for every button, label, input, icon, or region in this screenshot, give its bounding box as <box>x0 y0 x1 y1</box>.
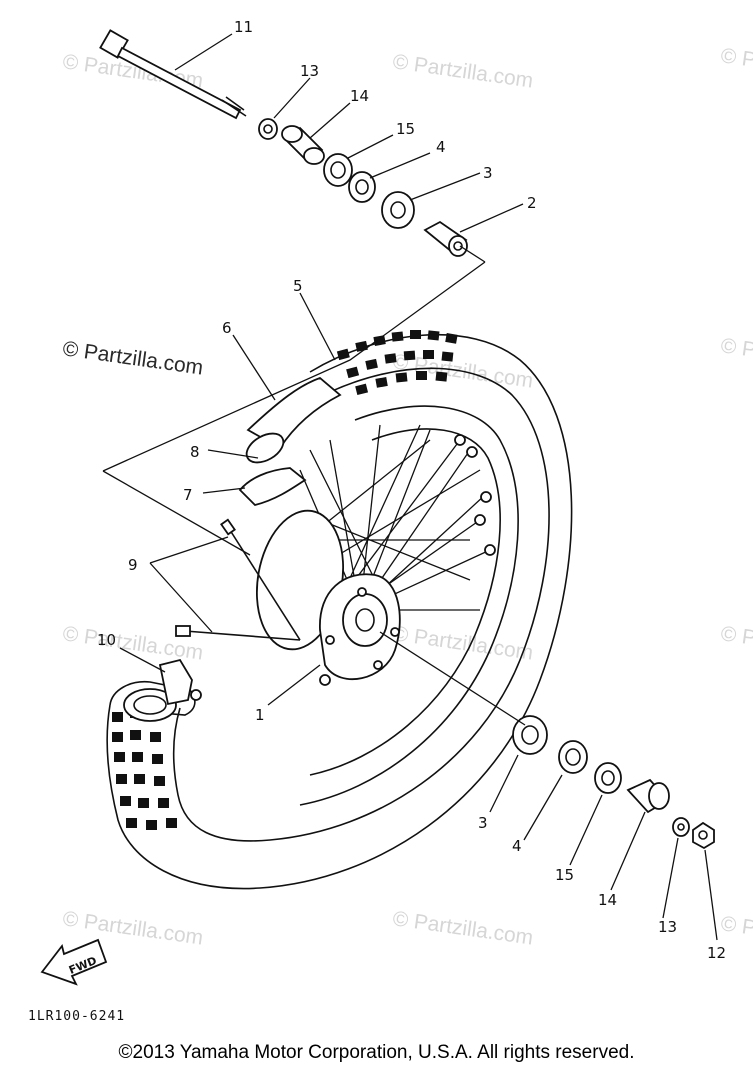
diagram-code: 1LR100-6241 <box>28 1009 125 1024</box>
callout-15: 15 <box>396 120 415 138</box>
tire <box>106 330 573 890</box>
callout-8: 8 <box>190 443 200 461</box>
watermark-text: © Partzilla.com <box>719 622 753 664</box>
callout-6: 6 <box>222 319 232 337</box>
fwd-arrow-icon: FWD <box>40 938 108 986</box>
axle <box>99 29 247 120</box>
leader-lines <box>102 33 718 941</box>
watermark-text: © Partzilla.com <box>61 907 204 949</box>
watermark-text: © Partzilla.com <box>719 334 753 376</box>
top-hardware <box>258 118 468 257</box>
watermark-text: © Partzilla.com <box>391 907 534 949</box>
callout-3: 3 <box>483 164 493 182</box>
bottom-hardware <box>512 715 715 850</box>
spoke-nipples <box>454 434 496 556</box>
callouts: 11 13 14 15 4 3 2 5 6 8 7 9 10 1 3 4 15 … <box>97 18 726 962</box>
watermark-text-prominent: © Partzilla.com <box>61 337 204 379</box>
callout-15-bottom: 15 <box>555 866 574 884</box>
callout-7: 7 <box>183 486 193 504</box>
watermark-text: © Partzilla.com <box>719 44 753 86</box>
callout-5: 5 <box>293 277 303 295</box>
callout-10: 10 <box>97 631 116 649</box>
watermark-layer: © Partzilla.com © Partzilla.com © Partzi… <box>61 44 753 954</box>
callout-14-bottom: 14 <box>598 891 617 909</box>
copyright-notice: ©2013 Yamaha Motor Corporation, U.S.A. A… <box>118 1042 635 1063</box>
hub <box>255 509 401 686</box>
callout-2: 2 <box>527 194 537 212</box>
watermark-text: © Partzilla.com <box>391 50 534 92</box>
valve-assembly <box>158 658 202 706</box>
callout-4-bottom: 4 <box>512 837 522 855</box>
callout-12: 12 <box>707 944 726 962</box>
callout-1: 1 <box>255 706 265 724</box>
spoke-parts <box>175 518 301 641</box>
callout-14: 14 <box>350 87 369 105</box>
callout-4: 4 <box>436 138 446 156</box>
callout-9: 9 <box>128 556 138 574</box>
callout-13-bottom: 13 <box>658 918 677 936</box>
callout-11: 11 <box>234 18 253 36</box>
callout-13: 13 <box>300 62 319 80</box>
callout-3-bottom: 3 <box>478 814 488 832</box>
tube-assembly <box>238 376 342 506</box>
